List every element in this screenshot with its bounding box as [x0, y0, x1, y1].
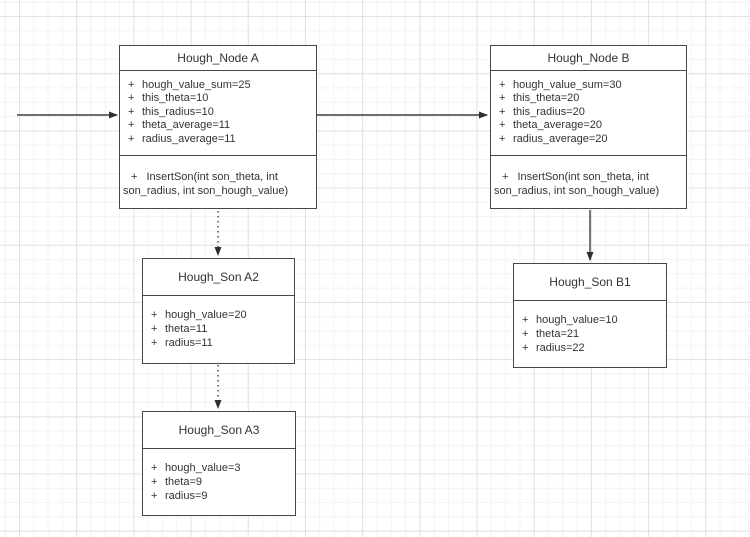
- attribute-visibility: +: [151, 336, 158, 349]
- class-box-hough-son-a3[interactable]: Hough_Son A3 + hough_value=3 + theta=9 + ra…: [142, 411, 296, 516]
- class-attributes-section: + hough_value=10 + theta=21 + radius=22: [514, 301, 666, 355]
- method-text: InsertSon(int son_theta, int son_radius,…: [494, 171, 660, 197]
- class-method: +InsertSon(int son_theta, int son_radius…: [123, 170, 312, 198]
- class-attributes-section: + hough_value=3 + theta=9 + radius=9: [143, 449, 295, 503]
- class-attribute: + this_radius=10: [128, 106, 312, 120]
- class-attribute: + radius=22: [522, 342, 662, 356]
- class-attribute: + hough_value=3: [151, 462, 291, 476]
- class-method: +InsertSon(int son_theta, int son_radius…: [494, 170, 682, 198]
- attribute-text: radius=9: [165, 489, 208, 502]
- attribute-text: hough_value_sum=30: [513, 78, 622, 91]
- class-title: Hough_Son A3: [143, 412, 295, 449]
- class-attribute: + this_radius=20: [499, 106, 682, 120]
- attribute-text: radius=11: [165, 336, 213, 349]
- class-attribute: + hough_value_sum=25: [128, 79, 312, 93]
- class-attribute: + radius=9: [151, 490, 291, 504]
- attribute-text: radius_average=11: [142, 132, 236, 145]
- attribute-visibility: +: [499, 92, 506, 105]
- attribute-text: theta=9: [165, 475, 203, 488]
- class-box-hough-node-a[interactable]: Hough_Node A + hough_value_sum=25 + this_t…: [119, 45, 317, 209]
- class-attributes-section: + hough_value=20 + theta=11 + radius=11: [143, 296, 294, 350]
- attribute-text: this_radius=10: [142, 105, 214, 118]
- class-attribute: + theta_average=20: [499, 119, 682, 133]
- attribute-visibility: +: [522, 314, 529, 326]
- class-title: Hough_Node B: [491, 46, 686, 71]
- attribute-visibility: +: [151, 462, 158, 474]
- attribute-visibility: +: [128, 78, 135, 91]
- class-attribute: + radius=11: [151, 337, 290, 351]
- class-title: Hough_Son B1: [514, 264, 666, 301]
- class-box-hough-son-b1[interactable]: Hough_Son B1 + hough_value=10 + theta=21 +…: [513, 263, 667, 368]
- attribute-text: hough_value=20: [165, 309, 247, 321]
- method-visibility: +: [502, 171, 509, 183]
- attribute-text: this_theta=20: [513, 92, 580, 105]
- class-attributes-section: + hough_value_sum=25 + this_theta=10 + this…: [120, 71, 316, 155]
- class-attribute: + this_theta=10: [128, 92, 312, 106]
- attribute-visibility: +: [499, 105, 506, 118]
- attribute-text: radius=22: [536, 341, 585, 354]
- attribute-visibility: +: [151, 489, 158, 502]
- class-attribute: + hough_value_sum=30: [499, 79, 682, 93]
- attribute-text: theta=21: [536, 327, 580, 340]
- attribute-visibility: +: [128, 105, 135, 118]
- method-visibility: +: [131, 171, 138, 183]
- attribute-visibility: +: [522, 341, 529, 354]
- attribute-text: theta=11: [165, 322, 208, 335]
- attribute-text: theta_average=20: [513, 119, 602, 132]
- class-box-hough-son-a2[interactable]: Hough_Son A2 + hough_value=20 + theta=11 +…: [142, 258, 295, 364]
- attribute-visibility: +: [499, 132, 506, 145]
- class-attribute: + radius_average=20: [499, 133, 682, 147]
- attribute-text: this_theta=10: [142, 92, 209, 105]
- class-attribute: + radius_average=11: [128, 133, 312, 147]
- attribute-text: radius_average=20: [513, 132, 608, 145]
- attribute-visibility: +: [499, 78, 506, 91]
- class-title: Hough_Node A: [120, 46, 316, 71]
- attribute-text: theta_average=11: [142, 119, 231, 132]
- class-attribute: + this_theta=20: [499, 92, 682, 106]
- class-attribute: + theta=9: [151, 476, 291, 490]
- class-box-hough-node-b[interactable]: Hough_Node B + hough_value_sum=30 + this_t…: [490, 45, 687, 209]
- class-title: Hough_Son A2: [143, 259, 294, 296]
- class-attribute: + hough_value=10: [522, 314, 662, 328]
- attribute-visibility: +: [128, 132, 135, 145]
- attribute-text: this_radius=20: [513, 105, 585, 118]
- class-attribute: + theta=11: [151, 323, 290, 337]
- class-attribute: + theta_average=11: [128, 119, 312, 133]
- class-attributes-section: + hough_value_sum=30 + this_theta=20 + this…: [491, 71, 686, 155]
- attribute-visibility: +: [128, 92, 135, 105]
- attribute-visibility: +: [128, 119, 135, 132]
- attribute-text: hough_value=3: [165, 462, 241, 474]
- class-methods-section: +InsertSon(int son_theta, int son_radius…: [491, 155, 686, 208]
- class-methods-section: +InsertSon(int son_theta, int son_radius…: [120, 155, 316, 208]
- attribute-visibility: +: [522, 327, 529, 340]
- attribute-text: hough_value_sum=25: [142, 78, 251, 91]
- class-attribute: + theta=21: [522, 328, 662, 342]
- attribute-visibility: +: [499, 119, 506, 132]
- attribute-text: hough_value=10: [536, 314, 618, 326]
- class-attribute: + hough_value=20: [151, 309, 290, 323]
- method-text: InsertSon(int son_theta, int son_radius,…: [123, 171, 289, 197]
- attribute-visibility: +: [151, 322, 158, 335]
- attribute-visibility: +: [151, 475, 158, 488]
- attribute-visibility: +: [151, 309, 158, 321]
